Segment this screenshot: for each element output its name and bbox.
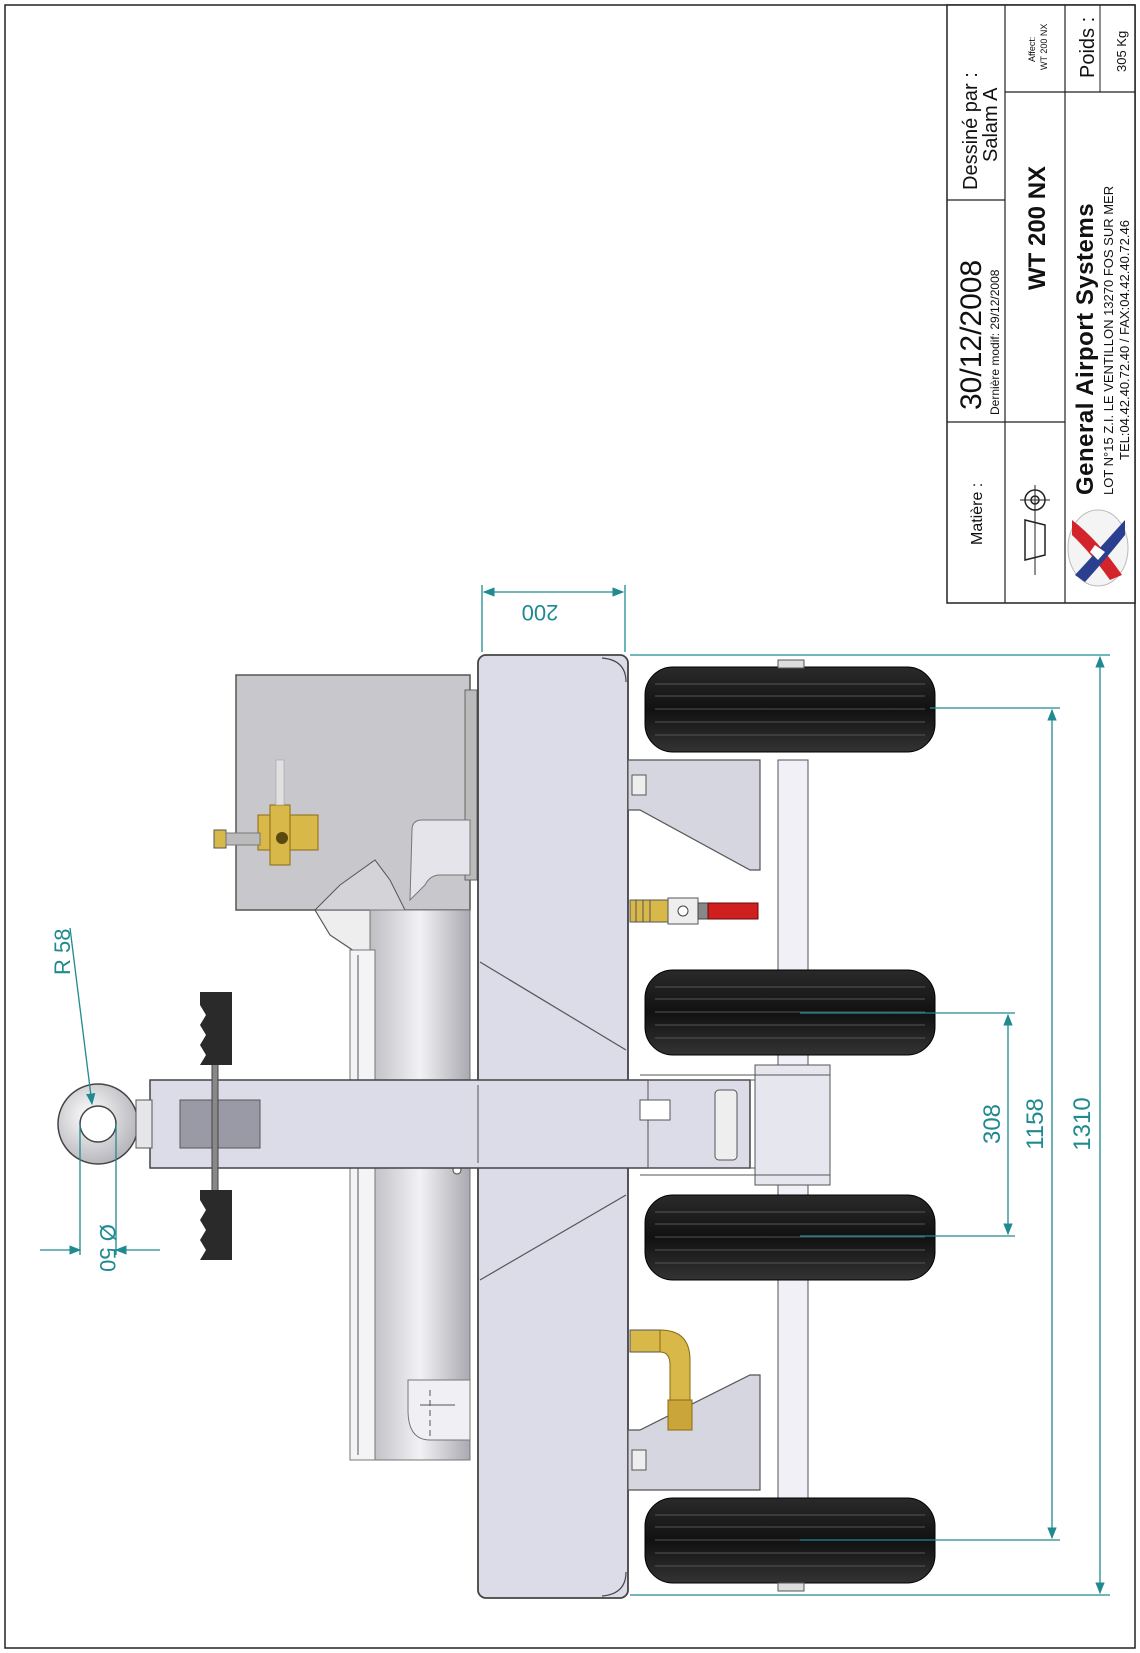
drawn-by-value: Salam A <box>980 87 1002 162</box>
company-logo <box>1067 509 1129 587</box>
weight-label: Poids : <box>1077 17 1099 78</box>
dim-diameter: Ø 50 <box>95 1224 120 1272</box>
dim-wheel-span: 1158 <box>1022 1098 1049 1150</box>
towing-eye <box>57 1083 153 1165</box>
trolley-drawing <box>57 654 936 1599</box>
weight-value: 305 Kg <box>1114 31 1129 72</box>
dim-height: 200 <box>522 600 559 625</box>
company-address: LOT N°15 Z.I. LE VENTILLON 13270 FOS SUR… <box>1101 186 1116 495</box>
wheel-3 <box>644 1194 936 1281</box>
dim-overall-length: 1310 <box>1069 1097 1096 1150</box>
sheet-border <box>4 4 1136 1649</box>
brake-handle <box>200 992 232 1260</box>
bracket-bottom <box>627 1374 761 1491</box>
wheel-1 <box>644 659 936 753</box>
dim-axle-spacing: 308 <box>979 1104 1006 1144</box>
elbow-pipe <box>409 819 471 902</box>
company-contact: TEL:04.42.40.72.40 / FAX:04.42.40.72.46 <box>1117 220 1132 460</box>
projection-symbol-icon <box>1020 485 1050 575</box>
drawn-by-label: Dessiné par : <box>960 72 982 190</box>
affect-label: Affect: <box>1027 37 1037 62</box>
drain-valve <box>629 897 759 925</box>
date-value: 30/12/2008 <box>955 260 988 410</box>
company-name: General Airport Systems <box>1072 203 1099 495</box>
reel-plate <box>349 949 376 1461</box>
title-block-frame <box>946 4 1136 604</box>
matiere-label: Matière : <box>969 483 986 545</box>
tank-cylinder <box>369 909 471 1461</box>
hose-barb <box>629 1329 693 1431</box>
bracket-top <box>627 759 761 871</box>
wheel-4 <box>644 1497 936 1592</box>
dim-radius: R 58 <box>50 929 75 975</box>
last-modified-date: Dernière modif: 29/12/2008 <box>988 269 1002 415</box>
model-name: WT 200 NX <box>1024 166 1051 290</box>
affect-value: WT 200 NX <box>1039 24 1049 70</box>
brass-fitting <box>213 759 319 866</box>
title-block: Matière : 30/12/2008 Dernière modif: 29/… <box>946 4 1136 604</box>
wheel-2 <box>644 969 936 1056</box>
dimensions <box>40 585 1110 1596</box>
